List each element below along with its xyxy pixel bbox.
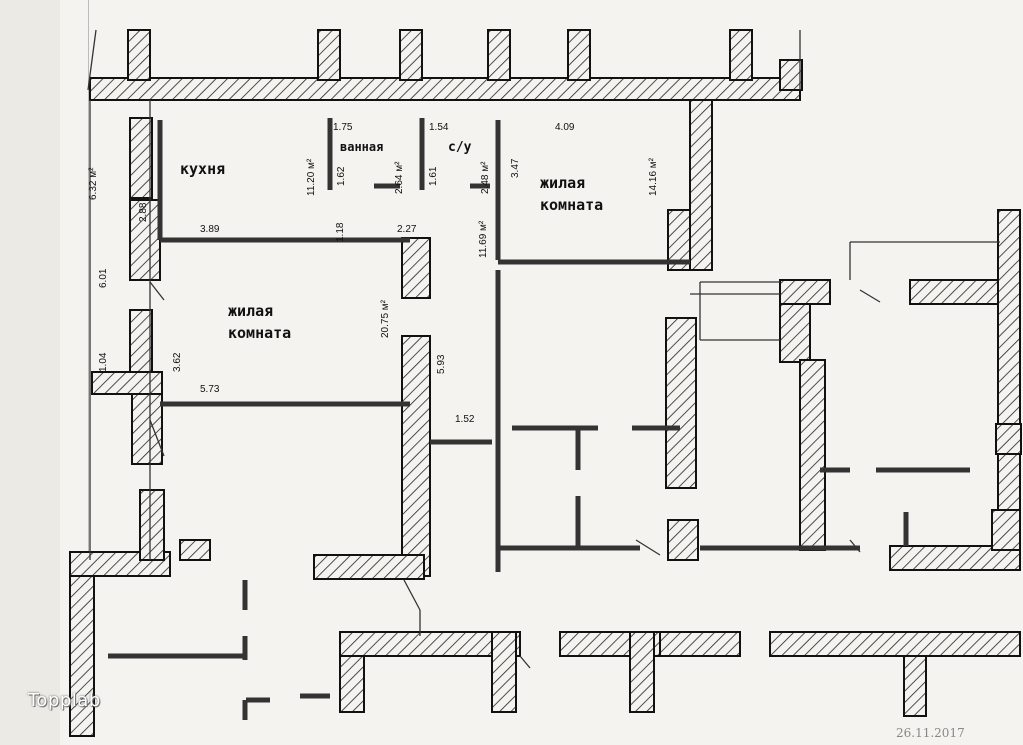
wall-segment (89, 77, 801, 101)
outline-line (403, 579, 421, 611)
wall-segment (401, 335, 431, 577)
outline-line (849, 539, 861, 553)
dim-2-27: 2.27 (397, 224, 417, 235)
wall-segment (769, 631, 1021, 657)
wall-group (69, 29, 1022, 737)
dim-1-52: 1.52 (455, 414, 475, 425)
wall-segment (131, 393, 163, 465)
wall-segment (991, 509, 1021, 551)
wall-segment (91, 371, 163, 395)
dim-11-69: 11.69 м² (478, 220, 489, 258)
scan-margin (0, 0, 60, 745)
dim-5-73: 5.73 (200, 384, 220, 395)
dim-3-62: 3.62 (172, 352, 183, 372)
room-label-bathroom: ванная (340, 140, 384, 154)
wall-segment (129, 117, 153, 199)
wall-segment (491, 631, 517, 713)
outline-line (635, 539, 661, 556)
dim-11-20: 11.20 м² (306, 158, 317, 196)
wall-segment (779, 59, 803, 91)
watermark-logo: Topplab (28, 690, 101, 711)
wall-segment (689, 99, 713, 271)
room-label-living-right-line2: комната (540, 196, 604, 214)
dim-4-09: 4.09 (555, 122, 575, 133)
wall-segment (997, 209, 1021, 551)
wall-segment (139, 489, 165, 561)
dim-1-04: 1.04 (98, 352, 109, 372)
dim-2-64: 2.64 м² (394, 161, 405, 194)
outline-line (149, 419, 165, 457)
room-label-kitchen: кухня (180, 160, 226, 178)
outline-line (519, 655, 531, 669)
wall-segment (399, 29, 423, 81)
dim-1-75: 1.75 (333, 122, 353, 133)
dim-1-62: 1.62 (336, 166, 347, 186)
dim-1-54: 1.54 (429, 122, 449, 133)
room-label-living-right-line1: жилая (540, 174, 586, 192)
wall-segment (667, 519, 699, 561)
room-label-living-left-line1: жилая (228, 302, 274, 320)
wall-segment (179, 539, 211, 561)
wall-segment (317, 29, 341, 81)
wall-segment (401, 237, 431, 299)
date-stamp: 26.11.2017 (896, 726, 965, 740)
dim-14-16: 14.16 м² (648, 157, 659, 196)
room-label-toilet: с/у (448, 140, 472, 155)
wall-segment (629, 631, 655, 713)
wall-segment (799, 359, 826, 551)
wall-segment (487, 29, 511, 81)
dim-3-89: 3.89 (200, 224, 220, 235)
dim-5-93: 5.93 (436, 354, 447, 374)
dim-6-32: 6.32 м² (88, 167, 99, 200)
wall-segment (779, 279, 831, 305)
dim-1-61: 1.61 (428, 166, 439, 186)
wall-segment (665, 317, 697, 489)
wall-segment (127, 29, 151, 81)
wall-segment (659, 631, 741, 657)
dim-2-88: 2.88 (138, 202, 149, 222)
outline-line (149, 281, 165, 301)
wall-segment (567, 29, 591, 81)
outline-line (87, 29, 97, 91)
room-label-living-left: жилая комната (228, 300, 291, 344)
wall-segment (729, 29, 753, 81)
room-label-living-right: жилая комната (540, 172, 603, 216)
dim-2-48: 2.48 м² (480, 161, 491, 194)
dim-3-47: 3.47 (510, 158, 521, 178)
wall-segment (69, 575, 95, 737)
dim-6-01: 6.01 (98, 268, 109, 288)
wall-segment (995, 423, 1022, 455)
outline-line (859, 289, 881, 303)
room-label-living-left-line2: комната (228, 324, 292, 342)
wall-segment (667, 209, 691, 271)
thin-line-group (87, 29, 1000, 669)
dim-1-18: 1.18 (335, 222, 346, 242)
dim-20-75: 20.75 м² (380, 299, 391, 338)
scan-fold-line (88, 0, 89, 560)
wall-segment (903, 655, 927, 717)
wall-segment (313, 554, 425, 580)
wall-segment (339, 631, 521, 657)
partition-group (108, 118, 970, 720)
